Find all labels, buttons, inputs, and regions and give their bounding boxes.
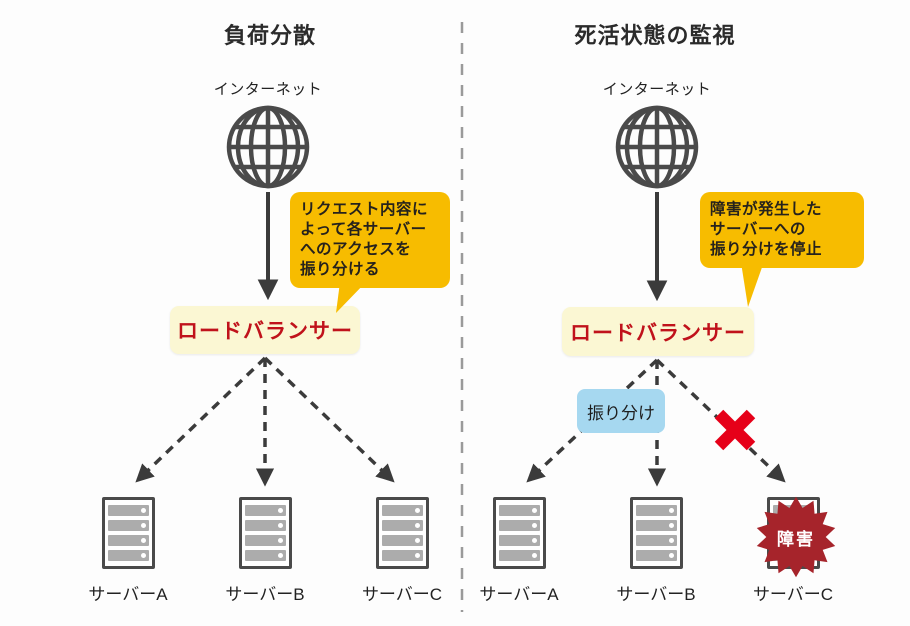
callout-left-line: リクエスト内容に (300, 201, 429, 218)
globe-icon (226, 105, 310, 189)
load-balancer-box-left: ロードバランサー (170, 306, 360, 354)
server-icon (493, 497, 546, 569)
server-label-c-left: サーバーC (361, 585, 443, 604)
callout-right-line: サーバーへの (710, 221, 806, 238)
load-balancer-box-right: ロードバランサー (562, 307, 754, 356)
internet-label-right: インターネット (602, 81, 712, 98)
server-icon (239, 497, 292, 569)
callout-left-line: 振り分ける (300, 261, 381, 278)
callout-right: 障害が発生した サーバーへの 振り分けを停止 (700, 192, 864, 268)
server-label-a-left: サーバーA (88, 585, 168, 604)
server-icon (376, 497, 429, 569)
distribution-label: 振り分け (577, 389, 665, 433)
failure-label: 障害 (777, 529, 815, 549)
callout-left: リクエスト内容に よって各サーバー へのアクセスを 振り分ける (290, 192, 450, 288)
internet-label-left: インターネット (213, 81, 323, 98)
server-label-a-right: サーバーA (479, 585, 559, 604)
right-panel-title: 死活状態の監視 (574, 23, 736, 48)
server-label-c-right: サーバーC (752, 585, 834, 604)
globe-icon (615, 105, 699, 189)
server-label-b-right: サーバーB (616, 585, 696, 604)
server-icon (102, 497, 155, 569)
lb-to-servers-arrows-left (135, 356, 395, 487)
server-icon (630, 497, 683, 569)
server-label-b-left: サーバーB (225, 585, 305, 604)
callout-left-line: よって各サーバー (300, 221, 427, 238)
left-panel-title: 負荷分散 (223, 23, 316, 48)
callout-left-line: へのアクセスを (300, 241, 412, 258)
callout-right-line: 障害が発生した (710, 201, 823, 218)
cross-icon (714, 409, 756, 451)
callout-right-line: 振り分けを停止 (710, 241, 823, 258)
